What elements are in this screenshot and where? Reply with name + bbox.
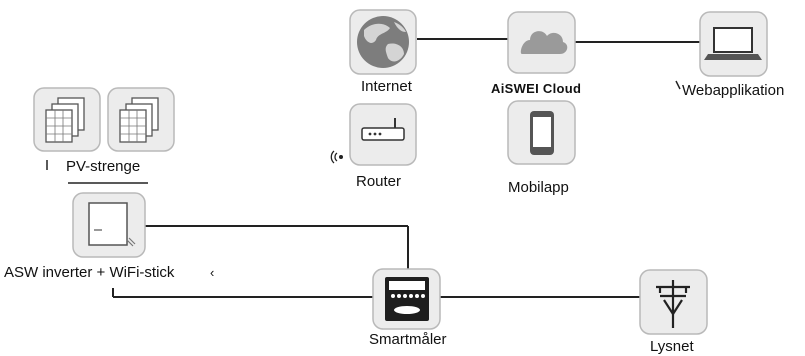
solar-panel-icon — [33, 87, 175, 152]
power-pole-icon — [639, 269, 708, 335]
webapp-label: Webapplikation — [682, 82, 785, 99]
router-icon — [349, 103, 417, 166]
inverter-icon — [72, 192, 146, 258]
cloud-label: AiSWEI Cloud — [491, 81, 582, 96]
grid-label: Lysnet — [650, 338, 694, 355]
meter-label: Smartmåler — [369, 331, 447, 348]
laptop-icon — [699, 11, 768, 77]
wifi-glyph: ‹ — [210, 265, 215, 280]
router-label: Router — [356, 173, 402, 190]
mobile-label: Mobilapp — [508, 179, 569, 196]
wifi-signal-icon — [330, 150, 343, 164]
globe-icon — [349, 9, 417, 75]
inverter-label: ASW inverter + WiFi-stick — [4, 264, 175, 281]
internet-label: Internet — [361, 78, 412, 95]
smart-meter-icon — [372, 268, 441, 330]
pv-label: PV-strenge — [66, 158, 141, 175]
smartphone-icon — [507, 100, 576, 165]
tick-mark-web — [675, 80, 681, 90]
cloud-icon — [507, 11, 576, 74]
connection-lines — [46, 38, 700, 298]
